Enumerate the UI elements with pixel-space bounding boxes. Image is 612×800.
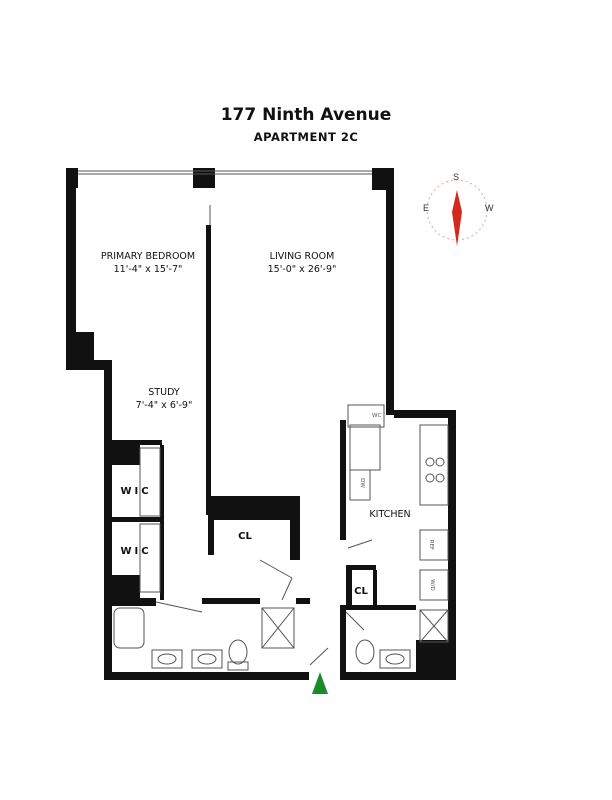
room-dims: 7'-4" x 6'-9" bbox=[135, 400, 193, 411]
room-living: LIVING ROOM 15'-0" x 26'-9" bbox=[252, 250, 352, 276]
fixtures-lines bbox=[78, 170, 449, 671]
fixture-dw: DW bbox=[358, 478, 365, 488]
closet-wic-upper: WIC bbox=[120, 486, 152, 497]
room-dims: 15'-0" x 26'-9" bbox=[267, 264, 337, 275]
room-primary-bedroom: PRIMARY BEDROOM 11'-4" x 15'-7" bbox=[92, 250, 204, 276]
plan-title: 177 Ninth Avenue bbox=[220, 105, 392, 125]
compass-north-label: S bbox=[453, 172, 460, 182]
compass-icon bbox=[426, 179, 488, 246]
compass-west-label: W bbox=[485, 203, 494, 213]
closet-cl-kitchen: CL bbox=[354, 586, 368, 597]
fixture-wd: W/D bbox=[428, 579, 435, 591]
room-name: PRIMARY BEDROOM bbox=[100, 251, 196, 262]
closet-cl-living: CL bbox=[238, 531, 252, 542]
fixture-wc: WC bbox=[372, 413, 382, 419]
room-name: KITCHEN bbox=[369, 509, 411, 520]
room-name: LIVING ROOM bbox=[269, 251, 335, 262]
walls bbox=[66, 168, 456, 680]
compass-east-label: E bbox=[423, 203, 430, 213]
fixture-ref: REF bbox=[428, 539, 435, 551]
room-study: STUDY 7'-4" x 6'-9" bbox=[122, 386, 206, 412]
room-kitchen: KITCHEN bbox=[360, 508, 420, 521]
entry-arrow-icon bbox=[312, 672, 328, 694]
closet-wic-lower: WIC bbox=[120, 546, 152, 557]
plan-subtitle: APARTMENT 2C bbox=[253, 130, 359, 144]
room-dims: 11'-4" x 15'-7" bbox=[113, 264, 183, 275]
room-name: STUDY bbox=[148, 387, 180, 398]
